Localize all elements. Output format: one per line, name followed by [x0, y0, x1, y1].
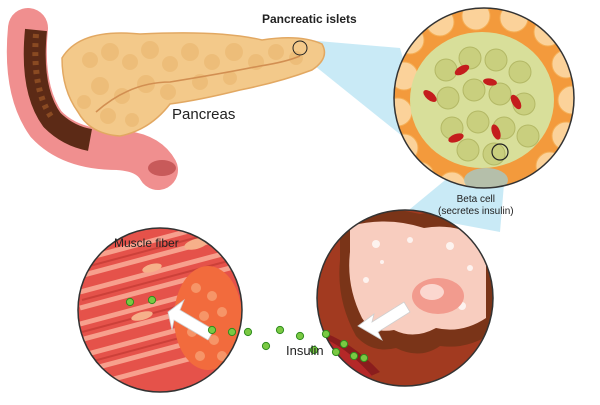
arrow-from-beta-cell-icon	[357, 301, 411, 342]
insulin-dot	[359, 353, 369, 363]
arrow-into-muscle-icon	[167, 298, 215, 341]
insulin-dot	[349, 351, 359, 361]
insulin-dot	[295, 331, 305, 341]
insulin-dot	[243, 327, 253, 337]
pancreatic-duct	[95, 55, 301, 113]
label-beta-cell-line1: Beta cell	[456, 194, 495, 205]
beta-cell-marker	[491, 143, 509, 161]
insulin-dot	[125, 297, 135, 307]
muscle-fiber-circle	[77, 227, 243, 393]
insulin-dot	[207, 325, 217, 335]
beta-cell-circle	[316, 209, 494, 387]
label-muscle-fiber: Muscle fiber	[114, 236, 179, 250]
insulin-dot	[331, 347, 341, 357]
islet-zoom-circle	[393, 7, 575, 189]
pancreas	[61, 32, 326, 137]
insulin-dot	[261, 341, 271, 351]
duodenum-opening	[148, 160, 176, 176]
insulin-dot	[227, 327, 237, 337]
insulin-dot	[147, 295, 157, 305]
red-blood-cells	[423, 64, 522, 143]
islet-marker	[292, 40, 308, 56]
insulin-molecules	[125, 295, 369, 363]
insulin-dot	[339, 339, 349, 349]
label-pancreas: Pancreas	[172, 106, 236, 123]
nuclei	[131, 238, 208, 321]
insulin-dot	[321, 329, 331, 339]
label-insulin: Insulin	[286, 343, 324, 358]
insulin-dot	[275, 325, 285, 335]
label-beta-cell: Beta cell (secretes insulin)	[438, 194, 514, 218]
label-pancreatic-islets: Pancreatic islets	[262, 12, 357, 26]
duodenum	[6, 8, 178, 190]
label-beta-cell-line2: (secretes insulin)	[438, 206, 514, 217]
insulin-dot	[309, 345, 319, 355]
